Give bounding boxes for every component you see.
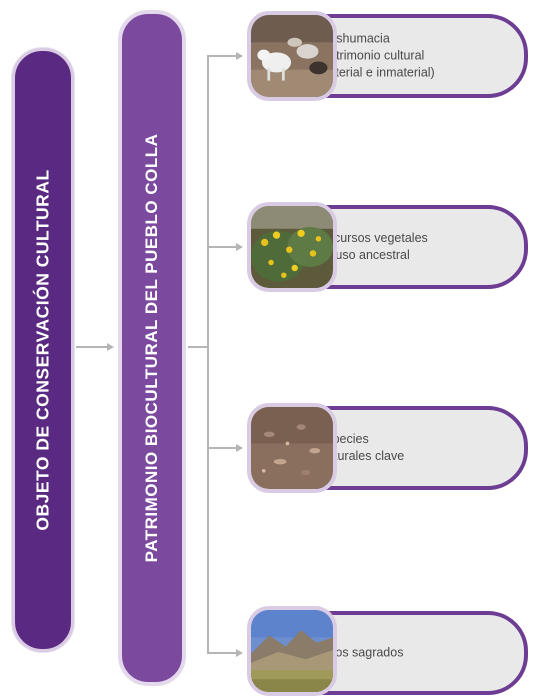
- arrow-head-icon: [236, 243, 243, 251]
- connector-branch-1: [207, 55, 237, 57]
- connector-trunk: [207, 55, 209, 653]
- objeto-conservacion-label: OBJETO DE CONSERVACIÓN CULTURAL: [32, 169, 53, 531]
- connector-branch-3: [207, 447, 237, 449]
- desert-ground-photo: [247, 403, 337, 493]
- item-label: Sitios sagrados: [318, 645, 404, 660]
- connector-branch-4: [207, 652, 237, 654]
- patrimonio-biocultural-label: PATRIMONIO BIOCULTURAL DEL PUEBLO COLLA: [142, 133, 161, 563]
- goats-photo: [247, 11, 337, 101]
- arrow-head-icon: [236, 52, 243, 60]
- item-label: Recursos vegetales de uso ancestral: [318, 231, 428, 262]
- arrow-head-icon: [236, 444, 243, 452]
- connector-stem: [188, 346, 208, 348]
- arrow-head-icon: [236, 649, 243, 657]
- yellow-flowers-photo: [247, 202, 337, 292]
- objeto-conservacion-pill: OBJETO DE CONSERVACIÓN CULTURAL: [12, 48, 74, 652]
- item-label: Trashumacia (patrimonio cultural materia…: [318, 31, 435, 80]
- connector-branch-2: [207, 246, 237, 248]
- item-label: Especies culturales clave: [318, 432, 405, 463]
- mountain-landscape-photo: [247, 606, 337, 696]
- arrow-head-icon: [107, 343, 114, 351]
- connector-left-to-right: [76, 346, 108, 348]
- patrimonio-biocultural-pill: PATRIMONIO BIOCULTURAL DEL PUEBLO COLLA: [118, 10, 186, 686]
